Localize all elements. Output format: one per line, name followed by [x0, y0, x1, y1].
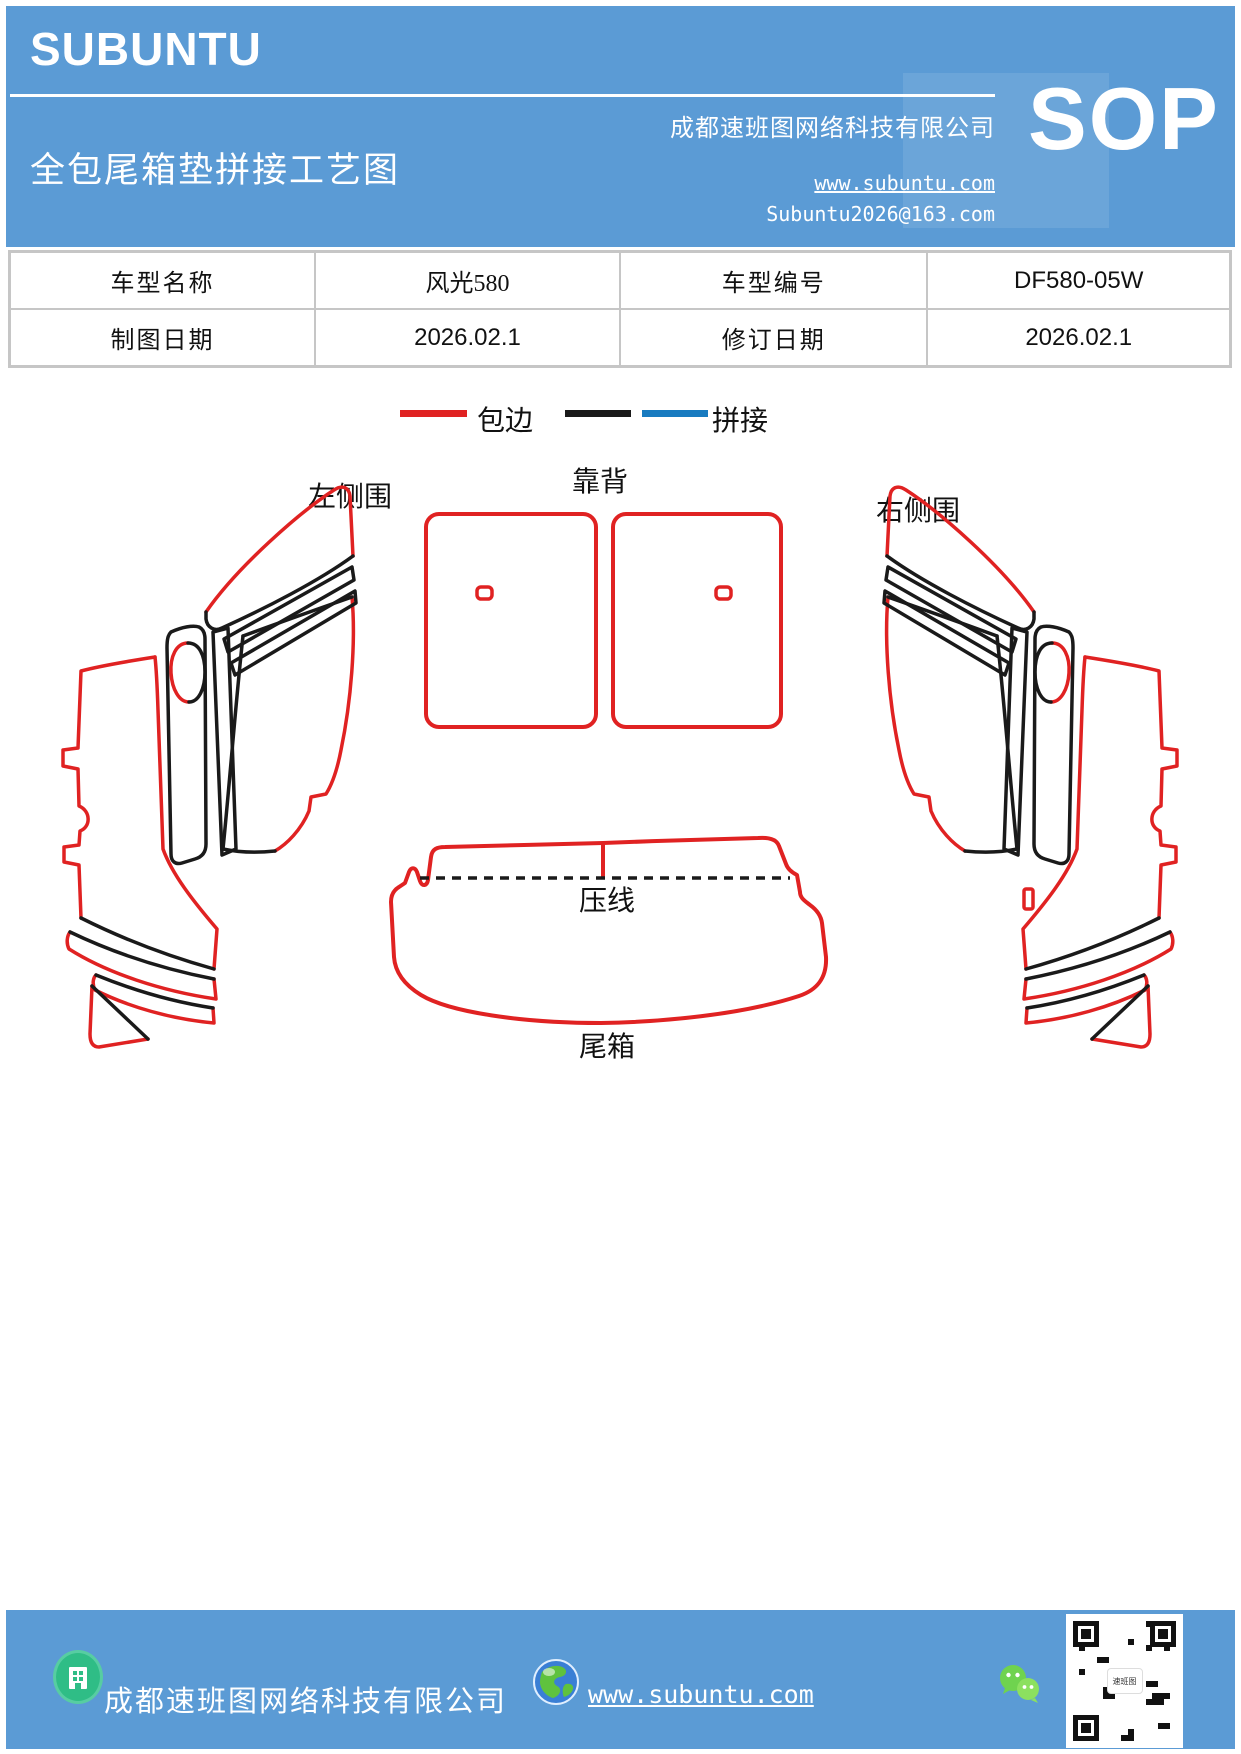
- trunk-outline: [389, 835, 829, 1025]
- backrest-left-piece: [424, 512, 598, 729]
- revise-date-value: 2026.02.1: [927, 309, 1230, 366]
- legend-stitch-black-swatch: [565, 410, 631, 417]
- backrest-left-slot: [475, 585, 494, 601]
- qr-finder-topright: [1150, 1621, 1176, 1647]
- sop-panel: [903, 73, 1109, 228]
- header-email: Subuntu2026@163.com: [766, 202, 995, 226]
- qr-finder-bottomleft: [1073, 1715, 1099, 1741]
- diagram-canvas: 包边 拼接 左侧围 靠背 右侧围 压线 尾箱: [61, 405, 1179, 1063]
- backrest-label: 靠背: [572, 466, 628, 498]
- draw-date-value: 2026.02.1: [315, 309, 620, 366]
- sop-label: SOP: [1028, 69, 1220, 168]
- page-title: 全包尾箱垫拼接工艺图: [30, 151, 401, 190]
- footer-website-link[interactable]: www.subuntu.com: [588, 1680, 814, 1709]
- legend-edge-label: 包边: [477, 405, 533, 437]
- header-banner: SUBUNTU 全包尾箱垫拼接工艺图 成都速班图网络科技有限公司 www.sub…: [6, 6, 1235, 247]
- header-divider-line: [10, 94, 995, 97]
- header-website-link[interactable]: www.subuntu.com: [814, 171, 995, 195]
- right-side-slot: [1022, 887, 1035, 911]
- qr-finder-topleft: [1073, 1621, 1099, 1647]
- qr-modules: [1073, 1621, 1176, 1741]
- right-side-assembly: [882, 485, 1179, 1049]
- backrest-right-piece: [611, 512, 783, 729]
- globe-icon: [532, 1658, 580, 1706]
- model-code-label: 车型编号: [620, 252, 928, 309]
- process-diagram: 包边 拼接 左侧围 靠背 右侧围 压线 尾箱: [0, 380, 1241, 1080]
- left-side-assembly: [61, 485, 358, 1049]
- legend: 包边 拼接: [400, 405, 768, 437]
- backrest-pieces: [424, 512, 783, 729]
- backrest-right-slot: [714, 585, 733, 601]
- model-name-label: 车型名称: [10, 252, 315, 309]
- draw-date-label: 制图日期: [10, 309, 315, 366]
- crease-label: 压线: [579, 885, 635, 917]
- qr-code: 速班图: [1066, 1614, 1183, 1748]
- company-building-icon: [53, 1650, 103, 1704]
- legend-stitch-blue-swatch: [642, 410, 708, 417]
- header-company-name: 成都速班图网络科技有限公司: [670, 116, 995, 142]
- qr-center-logo: 速班图: [1106, 1668, 1143, 1694]
- model-name-value: 风光580: [315, 252, 620, 309]
- wechat-icon: [995, 1662, 1045, 1710]
- brand-logo: SUBUNTU: [30, 23, 262, 75]
- footer-company-name: 成都速班图网络科技有限公司: [104, 1686, 508, 1718]
- vehicle-info-table: 车型名称 风光580 车型编号 DF580-05W 制图日期 2026.02.1…: [8, 250, 1232, 368]
- legend-edge-swatch: [400, 410, 467, 417]
- legend-stitch-label: 拼接: [712, 405, 768, 437]
- trunk-label: 尾箱: [579, 1031, 635, 1063]
- model-code-value: DF580-05W: [927, 252, 1230, 309]
- building-glyph: [69, 1667, 87, 1689]
- revise-date-label: 修订日期: [620, 309, 928, 366]
- trunk-piece: [389, 835, 829, 1025]
